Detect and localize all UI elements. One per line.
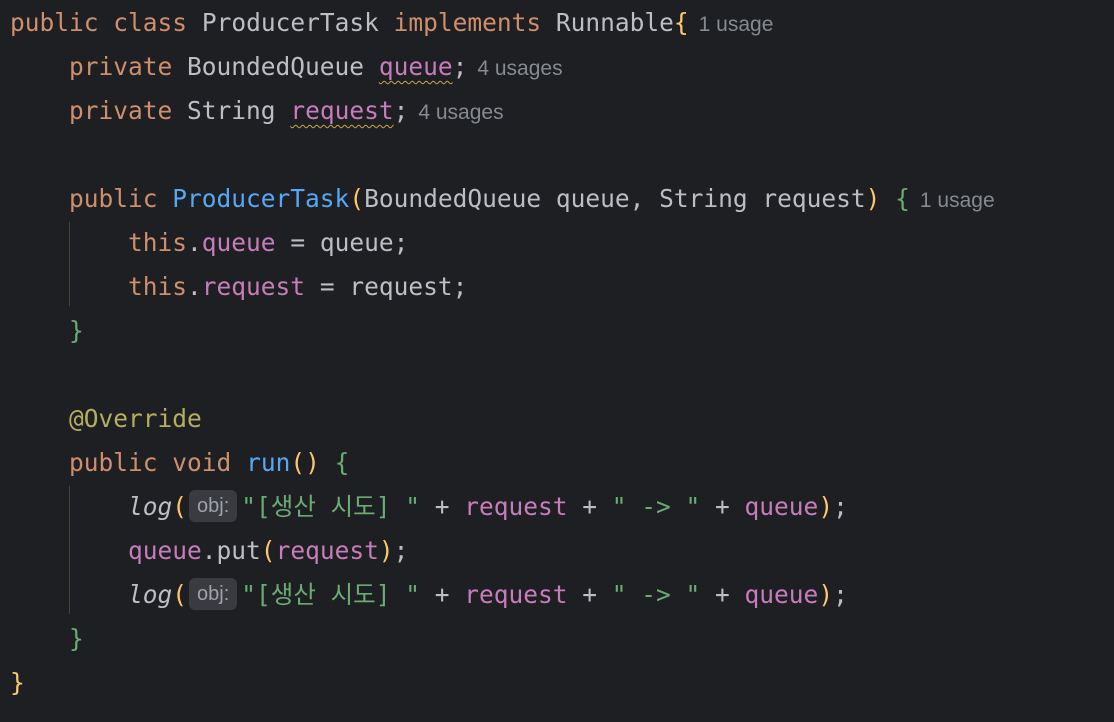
field-name: queue [378, 52, 453, 81]
method-call: log [128, 492, 173, 521]
code-line-1[interactable]: public class ProducerTask implements Run… [10, 1, 773, 45]
operator: + [700, 580, 745, 609]
dot: . [187, 228, 202, 257]
code-line-13[interactable]: queue.put(request); [10, 529, 408, 573]
paren: ) [818, 580, 834, 609]
keyword: this [128, 228, 188, 257]
brace: } [10, 668, 25, 697]
paren: ( [172, 492, 188, 521]
code-line-8[interactable]: } [10, 309, 84, 353]
type-name: BoundedQueue [187, 52, 365, 81]
operator: + [419, 580, 465, 609]
usage-hint[interactable]: 1 usage [919, 189, 995, 212]
paren: ) [378, 536, 394, 565]
method-name: run [246, 448, 291, 477]
field-name: queue [128, 536, 202, 565]
paren: () [290, 448, 320, 477]
keyword: private [69, 96, 173, 125]
code-line-6[interactable]: this.queue = queue; [10, 221, 408, 265]
code-line-16[interactable]: } [10, 661, 25, 705]
code-line-15[interactable]: } [10, 617, 84, 661]
code-line-5[interactable]: public ProducerTask(BoundedQueue queue, … [10, 177, 995, 221]
brace: { [334, 448, 350, 477]
operator: + [700, 492, 745, 521]
method-call: log [128, 580, 173, 609]
class-name: ProducerTask [201, 8, 379, 37]
parameter-hint: obj: [189, 578, 238, 610]
string-literal: " -> " [611, 492, 701, 521]
keyword: public [69, 184, 158, 213]
keyword: implements [393, 8, 542, 37]
usage-hint[interactable]: 1 usage [698, 13, 774, 36]
brace: } [69, 316, 84, 345]
constructor-name: ProducerTask [172, 184, 350, 213]
keyword: public [69, 448, 158, 477]
operator: + [567, 580, 612, 609]
code-line-10[interactable]: @Override [10, 397, 202, 441]
string-literal: "[생산 시도] " [241, 492, 420, 521]
semicolon: ; [833, 492, 848, 521]
keyword: private [69, 52, 173, 81]
code-line-2[interactable]: private BoundedQueue queue; 4 usages [10, 45, 563, 89]
statement-rest: = queue; [275, 228, 409, 257]
keyword: this [128, 272, 188, 301]
interface-name: Runnable [555, 8, 674, 37]
field-name: request [201, 272, 306, 301]
code-line-14[interactable]: log(obj:"[생산 시도] " + request + " -> " + … [10, 573, 848, 617]
paren: ( [172, 580, 188, 609]
field-name: request [290, 96, 394, 125]
paren: ) [818, 492, 834, 521]
operator: + [567, 492, 612, 521]
usage-hint[interactable]: 4 usages [477, 57, 563, 80]
dot: . [187, 272, 202, 301]
brace: } [69, 624, 84, 653]
field-name: queue [744, 580, 819, 609]
keyword: class [113, 8, 188, 37]
semicolon: ; [452, 52, 468, 81]
type-name: String [187, 96, 276, 125]
semicolon: ; [833, 580, 848, 609]
method-call: .put [201, 536, 261, 565]
semicolon: ; [393, 536, 409, 565]
code-line-12[interactable]: log(obj:"[생산 시도] " + request + " -> " + … [10, 485, 848, 529]
statement-rest: = request; [305, 272, 468, 301]
code-line-3[interactable]: private String request; 4 usages [10, 89, 504, 133]
operator: + [419, 492, 465, 521]
field-name: request [275, 536, 379, 565]
parameter-hint: obj: [189, 490, 238, 522]
parameters: BoundedQueue queue, String request [364, 184, 866, 213]
string-literal: " -> " [611, 580, 701, 609]
field-name: request [464, 580, 568, 609]
semicolon: ; [393, 96, 409, 125]
code-line-11[interactable]: public void run() { [10, 441, 349, 485]
usage-hint[interactable]: 4 usages [418, 101, 504, 124]
field-name: request [464, 492, 568, 521]
paren: ) [865, 184, 881, 213]
string-literal: "[생산 시도] " [241, 580, 420, 609]
annotation: @Override [69, 404, 202, 433]
field-name: queue [744, 492, 819, 521]
indent-guide [69, 486, 70, 614]
code-line-7[interactable]: this.request = request; [10, 265, 467, 309]
indent-guide [69, 222, 70, 306]
paren: ( [349, 184, 365, 213]
field-name: queue [201, 228, 276, 257]
brace: { [673, 8, 689, 37]
keyword: void [172, 448, 232, 477]
keyword: public [10, 8, 99, 37]
brace: { [895, 184, 910, 213]
paren: ( [260, 536, 276, 565]
